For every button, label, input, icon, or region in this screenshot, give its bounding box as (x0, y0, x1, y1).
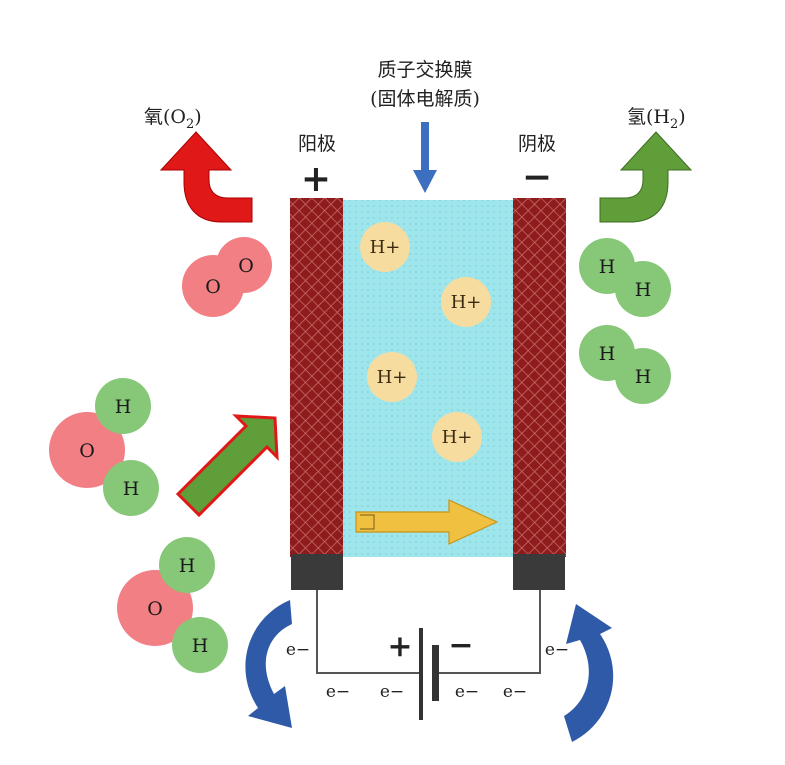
oxygen-molecule: O O (182, 237, 272, 317)
hydrogen-atom-label: H (635, 279, 652, 301)
cathode-electrode (513, 198, 566, 557)
electron-label: e− (455, 682, 479, 702)
hydrogen-atom-label: H (123, 478, 140, 500)
battery-symbol (419, 628, 439, 720)
oxygen-atom-label: O (238, 255, 254, 277)
circuit-wires (316, 590, 541, 674)
hydrogen-atom-label: H (599, 343, 616, 365)
anode-electrode (290, 198, 343, 557)
water-in-arrow (175, 414, 279, 518)
membrane-label-line1: 质子交换膜 (377, 59, 472, 81)
hydrogen-atom-label: H (599, 256, 616, 278)
svg-text:H+: H+ (442, 427, 473, 448)
proton-ion: H+ (441, 277, 491, 327)
hydrogen-label: 氢(H2) (627, 106, 686, 132)
electron-label: e− (380, 682, 404, 702)
proton-ion: H+ (360, 222, 410, 272)
svg-text:H+: H+ (377, 367, 408, 388)
electron-flow-arrow-right (564, 604, 614, 742)
anode-sign: + (301, 158, 331, 200)
svg-text:H+: H+ (370, 237, 401, 258)
oxygen-atom-label: O (205, 276, 221, 298)
proton-ion: H+ (432, 412, 482, 462)
cathode-terminal (513, 554, 565, 590)
membrane-label-line2: (固体电解质) (370, 88, 480, 110)
oxygen-out-arrow (159, 131, 253, 223)
svg-text:H+: H+ (451, 292, 482, 313)
electron-label: e− (286, 640, 310, 660)
oxygen-atom-label: O (79, 440, 95, 462)
proton-flow-arrow (355, 499, 499, 545)
battery-negative-sign: − (448, 628, 473, 663)
hydrogen-atom-label: H (179, 555, 196, 577)
hydrogen-out-arrow (599, 131, 693, 223)
hydrogen-atom-label: H (635, 366, 652, 388)
electron-label: e− (545, 640, 569, 660)
electron-label: e− (503, 682, 527, 702)
cathode-sign: − (522, 156, 552, 198)
electron-flow-arrow-left (245, 600, 292, 728)
hydrogen-atom-label: H (192, 635, 209, 657)
water-molecule: O H H (117, 537, 228, 673)
hydrogen-molecule: H H (579, 325, 671, 404)
electron-label: e− (326, 682, 350, 702)
membrane-pointer-arrow (413, 122, 437, 193)
proton-ion: H+ (367, 352, 417, 402)
oxygen-label: 氧(O2) (144, 106, 202, 132)
hydrogen-atom-label: H (115, 396, 132, 418)
cathode-label: 阴极 (518, 133, 556, 155)
battery-positive-sign: + (387, 629, 412, 664)
hydrogen-molecule: H H (579, 238, 671, 317)
water-molecule: O H H (49, 378, 159, 516)
anode-label: 阳极 (298, 133, 336, 155)
anode-terminal (291, 554, 343, 590)
oxygen-atom-label: O (147, 598, 163, 620)
